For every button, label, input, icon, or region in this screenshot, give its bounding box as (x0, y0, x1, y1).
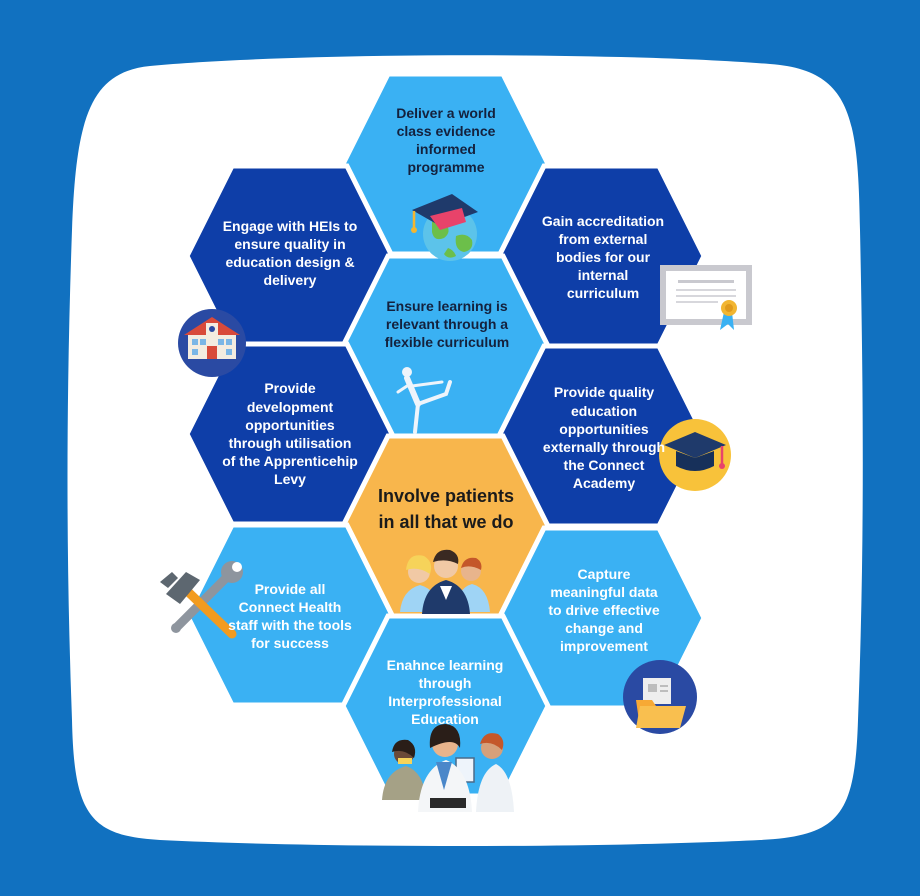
certificate-icon (660, 265, 752, 330)
dancer-icon (396, 367, 452, 434)
mortarboard-icon (659, 419, 731, 491)
folder-document-icon (623, 660, 697, 734)
patients-group-icon (400, 549, 490, 614)
hammer-wrench-icon (160, 561, 243, 639)
healthcare-team-icon (382, 724, 514, 812)
university-building-icon (178, 309, 246, 377)
graduation-globe-icon (411, 194, 478, 261)
